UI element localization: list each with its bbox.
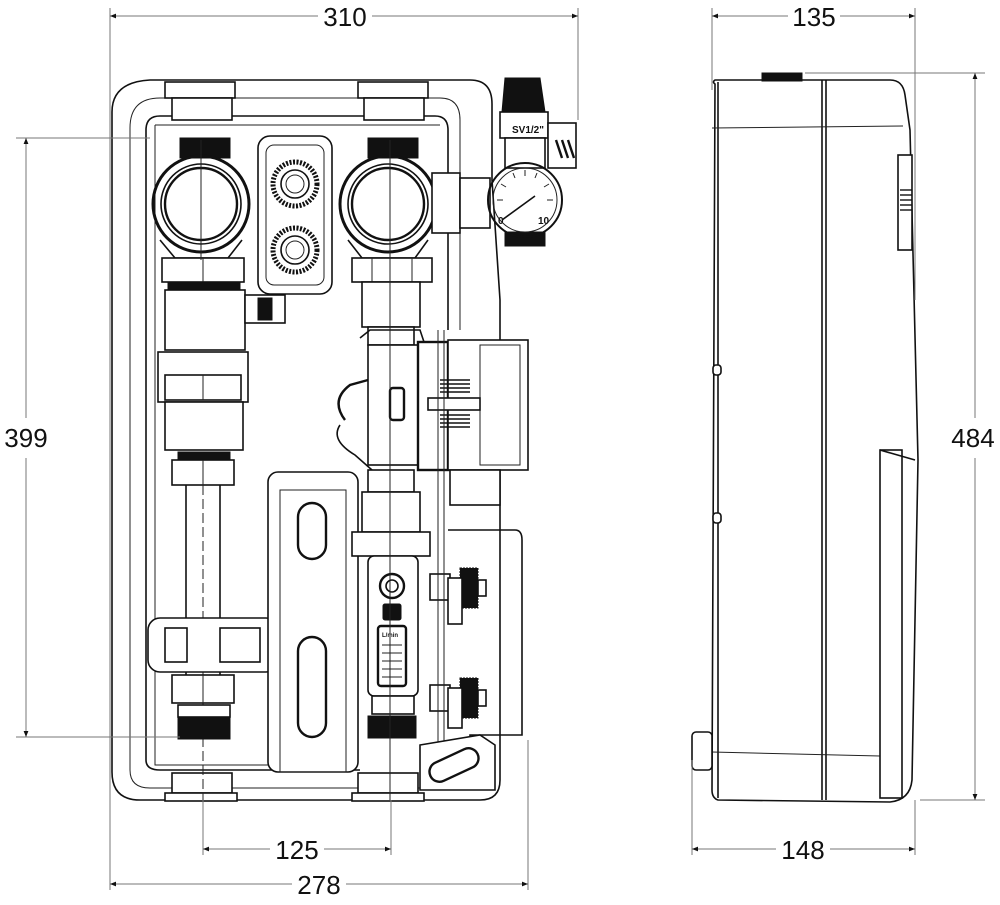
thermometer-bottom [270,225,320,275]
dim-connection-spacing: 125 [275,835,318,865]
bottom-lug-right [357,772,419,794]
dimension-lines: 310 399 125 278 135 484 1 [4,2,994,900]
wall-mount-slot [428,747,480,783]
slot-lower [296,635,328,739]
side-clip [897,154,913,251]
fill-drain-valve-upper [429,567,487,625]
front-view: SV1/2" 0 10 [111,77,577,802]
thread-bottom-left [177,716,231,740]
side-view [691,72,919,803]
dim-depth-bottom: 148 [781,835,824,865]
side-top-tab [761,72,803,82]
flow-meter-window [376,624,408,688]
fill-drain-valve-lower [429,677,487,729]
top-lug-right [357,81,429,99]
gauge-max-label: 10 [538,216,550,227]
pressure-gauge: 0 10 [487,162,563,247]
housing-inner-tray [145,115,449,771]
dim-depth-top: 135 [792,2,835,32]
circulation-pump [336,329,529,506]
thread-top-right [367,137,419,159]
side-bottom-nozzle [691,731,713,771]
housing-outer [111,79,501,801]
safety-valve-label: SV1/2" [512,125,544,136]
mounting-plate [267,471,359,773]
dim-overall-height: 484 [951,423,994,453]
top-lug-left [164,81,236,99]
dim-body-width: 278 [297,870,340,900]
thread-top-left [179,137,231,159]
side-housing [711,79,919,803]
ball-valve-right [338,154,438,254]
slot-upper [296,501,328,561]
dim-height: 399 [4,423,47,453]
dim-overall-width: 310 [323,2,366,32]
safety-valve: SV1/2" [499,77,577,169]
bottom-lug-left [171,772,233,794]
thread-bottom-right [367,715,417,739]
thermometer-top [270,159,320,209]
gauge-min-label: 0 [498,216,504,227]
housing-inner-rim [129,97,470,789]
